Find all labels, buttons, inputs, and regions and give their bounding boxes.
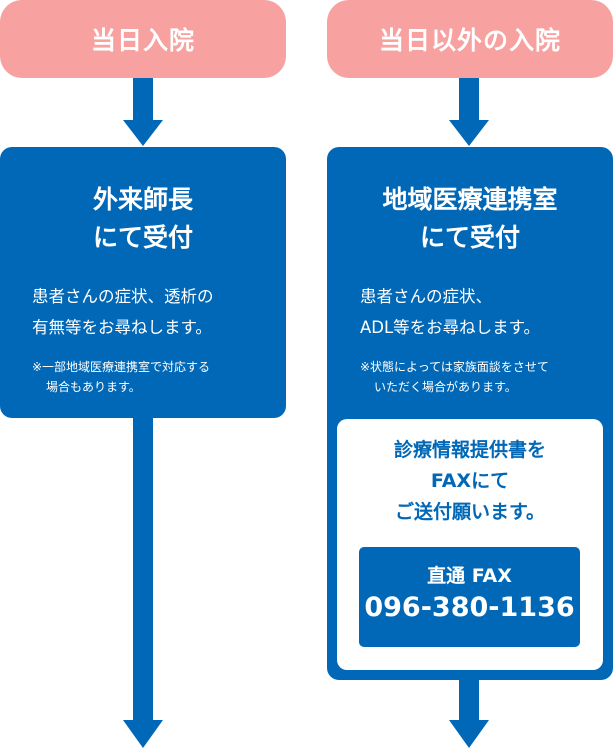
left-reception-box: 外来師長 にて受付 患者さんの症状、透析の 有無等をお尋ねします。 ※一部地域医… xyxy=(0,147,286,418)
other-day-header: 当日以外の入院 xyxy=(327,0,613,78)
right-reception-box: 地域医療連携室 にて受付 患者さんの症状、 ADL等をお尋ねします。 ※状態によ… xyxy=(327,147,613,680)
arrow-down-icon xyxy=(123,120,163,146)
arrow-shaft xyxy=(459,78,479,122)
fax-number-box: 直通 FAX 096-380-1136 xyxy=(359,547,580,647)
arrow-down-icon xyxy=(449,120,489,146)
fax-request-message: 診療情報提供書を FAXにて ご送付願います。 xyxy=(393,439,546,523)
arrow-shaft xyxy=(459,678,479,722)
same-day-header: 当日入院 xyxy=(0,0,286,78)
fax-label: 直通 FAX xyxy=(427,565,512,587)
arrow-down-icon xyxy=(449,720,489,748)
arrow-down-icon xyxy=(123,720,163,748)
arrow-shaft xyxy=(133,78,153,122)
fax-request-panel: 診療情報提供書を FAXにて ご送付願います。 直通 FAX 096-380-1… xyxy=(337,419,603,670)
right-title: 地域医療連携室 にて受付 xyxy=(382,185,558,252)
fax-number: 096-380-1136 xyxy=(364,592,575,623)
arrow-shaft xyxy=(133,416,153,722)
left-note: ※一部地域医療連携室で対応する 場合もあります。 xyxy=(32,360,211,394)
left-title: 外来師長 にて受付 xyxy=(92,185,193,252)
right-note: ※状態によっては家族面談をさせて いただく場合があります。 xyxy=(360,360,549,394)
left-description: 患者さんの症状、透析の 有無等をお尋ねします。 xyxy=(32,287,214,337)
right-description: 患者さんの症状、 ADL等をお尋ねします。 xyxy=(360,287,541,337)
